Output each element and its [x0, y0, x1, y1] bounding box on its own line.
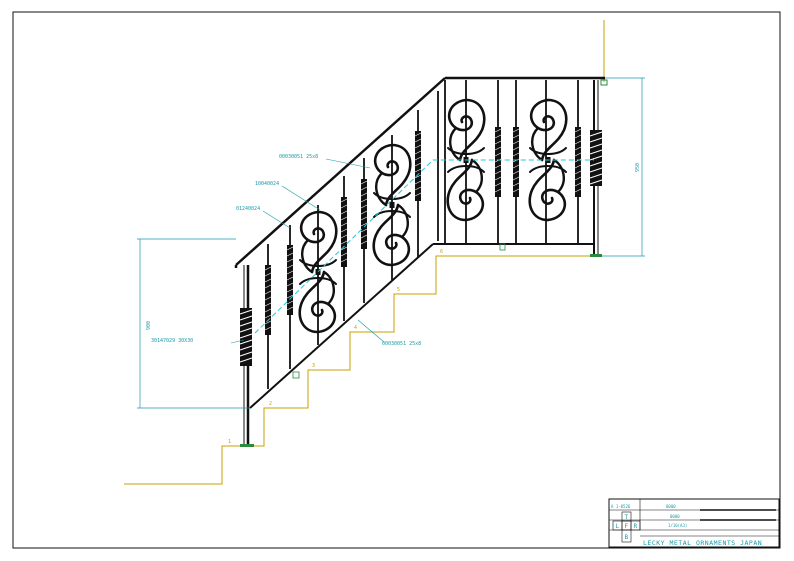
title-row2-value: 0000: [670, 514, 680, 519]
step-5-label: 5: [397, 287, 400, 293]
view-bottom-label: B: [625, 534, 629, 541]
annotation-leaders: [230, 158, 385, 344]
marker-bottom: [292, 371, 300, 379]
center-line: [254, 159, 594, 334]
step-3-label: 3: [312, 363, 315, 369]
view-left-label: L: [616, 523, 620, 530]
step-numbers: 1 2 3 4 5 6: [228, 249, 443, 445]
dimension-left: [137, 238, 250, 409]
step-6-label: 6: [440, 249, 443, 255]
view-front-label: F: [625, 523, 629, 530]
title-drawing-no: A 1-0526: [611, 504, 631, 509]
right-post-foot: [590, 254, 602, 257]
title-block: [608, 498, 780, 548]
sheet-border: [12, 11, 781, 549]
step-1-label: 1: [228, 439, 231, 445]
label-collar-b: 01240024: [236, 206, 260, 212]
right-newel-twist: [589, 130, 603, 186]
view-top-label: T: [625, 514, 629, 521]
step-2-label: 2: [269, 401, 272, 407]
step-4-label: 4: [354, 325, 357, 331]
stair-scroll-1: [298, 205, 338, 345]
left-newel-twist: [239, 308, 253, 366]
label-top-spindle: 00030051 25x8: [279, 154, 318, 160]
view-right-label: R: [634, 523, 638, 530]
wall-bracket: [600, 79, 608, 86]
dimension-left-value: 900: [146, 321, 152, 330]
stair-profile: [124, 255, 598, 485]
title-company: LECKY METAL ORNAMENTS JAPAN: [643, 539, 762, 547]
landing-twists: [494, 126, 582, 198]
stair-twists: [264, 130, 422, 336]
label-collar-a: 10040024: [255, 181, 279, 187]
dimension-right: [602, 77, 645, 257]
title-scale: 1/10(A3): [668, 523, 687, 528]
marker-landing: [499, 243, 506, 251]
label-bottom-spindle: 00030051 25x8: [382, 341, 421, 347]
stair-scroll-2: [372, 135, 412, 280]
dimension-right-value: 950: [635, 163, 641, 172]
label-newel-post: 30147029 30X30: [151, 338, 193, 344]
left-post-foot: [240, 444, 254, 447]
title-row1-value: 0000: [666, 504, 676, 509]
